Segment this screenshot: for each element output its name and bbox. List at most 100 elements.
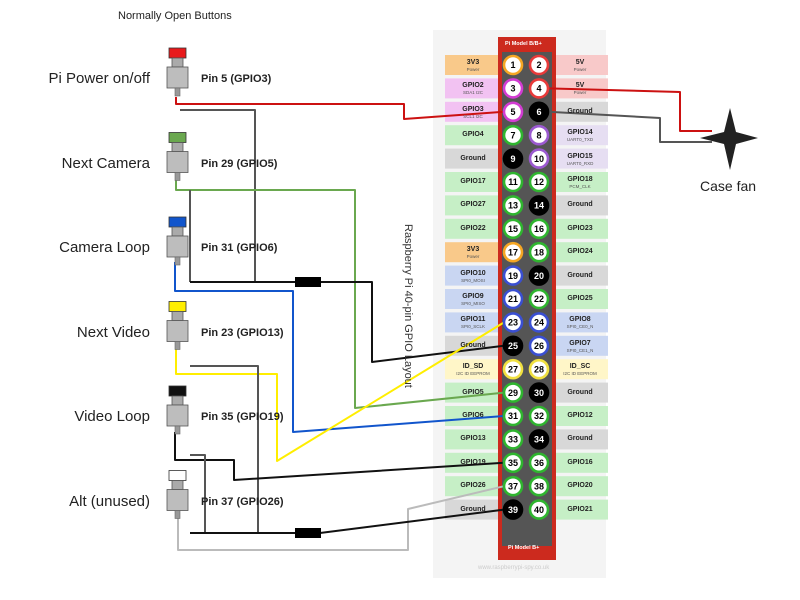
wire-alt xyxy=(177,485,505,551)
pin-label-bg xyxy=(552,452,608,473)
pin-label-right-2: Ground xyxy=(555,107,605,116)
pin-label-left-17: GPIO19 xyxy=(448,458,498,467)
pin-number: 33 xyxy=(508,435,518,445)
pin-name: 3V3 xyxy=(466,246,480,254)
pin-number: 29 xyxy=(508,388,518,398)
pin-19 xyxy=(502,265,524,286)
button-body xyxy=(166,151,189,173)
pin-5 xyxy=(502,101,524,123)
button-body xyxy=(166,320,189,342)
pin-label-bg xyxy=(552,289,608,309)
pin-name: GPIO27 xyxy=(460,201,486,209)
pin-label-left-16: GPIO13 xyxy=(448,434,498,443)
pin-subtitle: Power xyxy=(573,67,587,72)
pin-label-right-15: GPIO12 xyxy=(555,411,605,420)
pin-label-bg xyxy=(552,125,608,146)
pin-34 xyxy=(528,429,550,450)
pin-label-bg xyxy=(552,218,608,239)
button-pin-0: Pin 5 (GPIO3) xyxy=(201,73,272,85)
button-label-1: Next Camera xyxy=(61,154,150,172)
pin-number: 24 xyxy=(534,318,544,328)
pin-28 xyxy=(528,358,550,380)
pin-9 xyxy=(502,148,524,169)
pin-label-bg xyxy=(445,452,501,473)
button-cap xyxy=(168,470,187,481)
pin-37 xyxy=(502,475,524,497)
pin-name: GPIO11 xyxy=(460,316,486,324)
pin-name: GPIO12 xyxy=(567,412,593,419)
pin-label-bg xyxy=(552,312,608,333)
pin-label-left-7: GPIO22 xyxy=(448,224,498,233)
pin-35 xyxy=(502,452,524,474)
pin-36 xyxy=(528,452,550,474)
pin-40 xyxy=(528,499,550,520)
button-label-0: Pi Power on/off xyxy=(48,70,150,87)
pin-name: Ground xyxy=(567,107,593,115)
button-leg xyxy=(174,256,181,266)
pin-number: 14 xyxy=(534,201,544,211)
pin-17 xyxy=(502,241,524,263)
pin-21 xyxy=(502,288,524,310)
pin-subtitle: Power xyxy=(573,90,587,96)
pin-subtitle: I2C ID EEPROM xyxy=(563,371,597,377)
button-stem xyxy=(171,480,184,490)
pin-label-bg xyxy=(445,289,501,309)
pin-name: 3V3 xyxy=(466,59,480,66)
pin-label-bg xyxy=(445,55,501,75)
pin-number: 38 xyxy=(534,481,544,491)
pin-12 xyxy=(528,171,550,193)
pin-number: 15 xyxy=(508,224,518,234)
pin-name: GPIO22 xyxy=(460,224,486,232)
button-leg xyxy=(174,510,181,519)
pin-label-bg xyxy=(552,148,608,169)
pin-20 xyxy=(528,265,550,286)
pin-name: GPIO21 xyxy=(567,505,593,513)
button-body xyxy=(166,66,189,89)
button-stem xyxy=(171,142,184,152)
button-label-3: Next Video xyxy=(76,323,150,341)
wire-camera-loop xyxy=(174,262,505,433)
pin-39 xyxy=(502,499,524,520)
pin-label-bg xyxy=(552,101,608,122)
pin-22 xyxy=(528,288,550,310)
pin-number: 28 xyxy=(534,364,544,374)
pin-label-left-12: Ground xyxy=(448,341,498,350)
button-body xyxy=(166,489,189,511)
pin-30 xyxy=(528,382,550,403)
pin-label-bg xyxy=(445,78,501,99)
pin-number: 32 xyxy=(534,411,544,421)
pin-label-bg xyxy=(445,218,501,239)
pin-name: 5V xyxy=(575,82,585,90)
pin-label-left-15: GPIO6 xyxy=(448,411,498,420)
pin-2 xyxy=(528,54,550,76)
pin-label-bg xyxy=(445,359,501,380)
pin-name: Ground xyxy=(567,388,593,396)
button-stem xyxy=(171,226,184,237)
pin-name: GPIO18 xyxy=(567,176,593,183)
pin-label-bg xyxy=(445,265,501,286)
button-label-5: Alt (unused) xyxy=(69,492,150,510)
pin-number: 22 xyxy=(534,294,544,304)
pin-27 xyxy=(502,358,524,380)
pin-label-right-16: Ground xyxy=(555,434,605,443)
pin-name: GPIO25 xyxy=(567,295,593,302)
pin-subtitle: SCL1 I2C xyxy=(463,113,483,119)
pin-number: 21 xyxy=(508,294,518,304)
wire-next-camera xyxy=(175,180,505,409)
pin-number: 8 xyxy=(536,130,541,140)
pin-16 xyxy=(528,218,550,240)
pin-number: 27 xyxy=(508,364,518,374)
pin-name: Ground xyxy=(460,154,486,162)
button-pin-2: Pin 31 (GPIO6) xyxy=(201,242,278,254)
button-cap xyxy=(168,385,187,397)
button-leg xyxy=(174,341,181,350)
pin-25 xyxy=(502,335,524,357)
pin-number: 30 xyxy=(534,388,544,398)
pin-38 xyxy=(528,475,550,497)
pin-name: GPIO15 xyxy=(567,152,593,160)
